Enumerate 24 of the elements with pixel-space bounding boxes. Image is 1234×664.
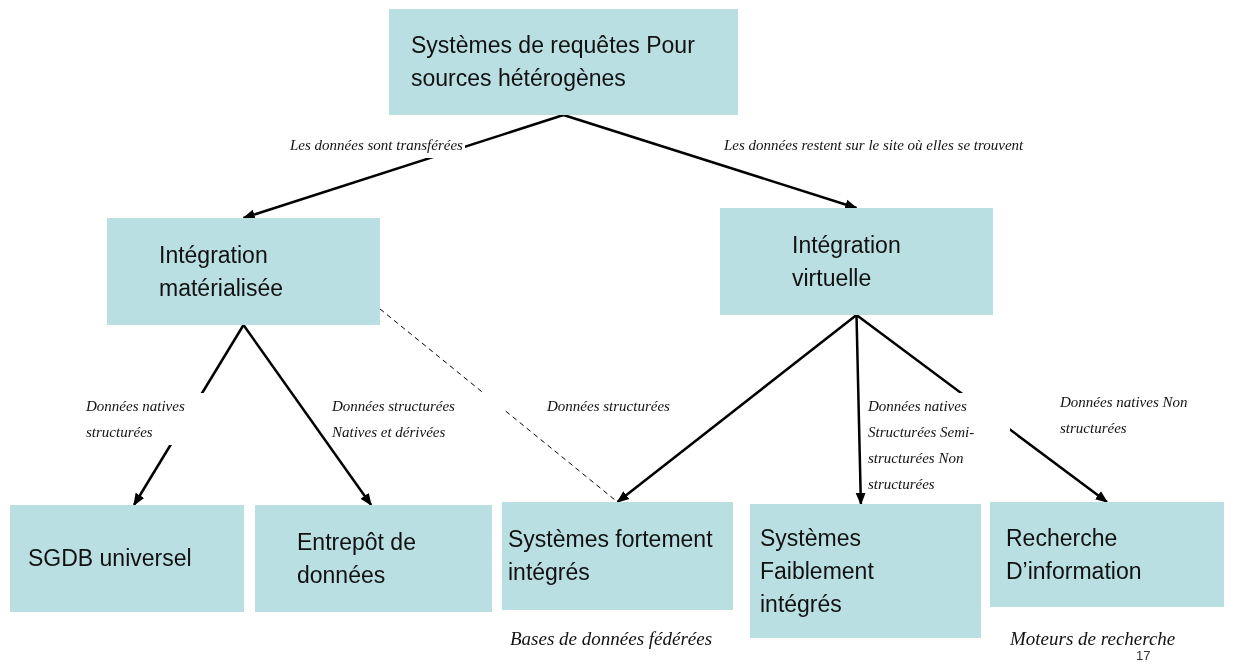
process-box (720, 208, 993, 315)
box-label: SGDB universel (28, 544, 193, 573)
page-number: 17 (1136, 648, 1151, 663)
box-caption: Bases de données fédérées (510, 628, 713, 650)
arrow (242, 324, 373, 506)
process-box (10, 505, 244, 612)
arrow (563, 113, 858, 210)
box-label: Systèmes fortement intégrés (508, 525, 714, 587)
process-box (255, 505, 492, 612)
box-label: Intégration matérialisée (159, 240, 284, 303)
arrow (616, 314, 858, 503)
arrow (242, 113, 564, 220)
box-caption: Moteurs de recherche (1010, 628, 1176, 650)
process-box (750, 504, 981, 638)
process-box (107, 218, 380, 325)
box-label: Systèmes de requêtes Pour sources hétérogènes (411, 31, 696, 93)
box-label: Recherche D’information (1006, 523, 1143, 586)
box-label: Intégration virtuelle (792, 230, 902, 293)
process-box (990, 502, 1224, 607)
arrow (855, 314, 866, 506)
box-label: Entrepôt de données (297, 527, 417, 590)
process-box (389, 9, 738, 115)
process-box (502, 502, 733, 610)
box-label: Systèmes Faiblement intégrés (760, 523, 875, 619)
